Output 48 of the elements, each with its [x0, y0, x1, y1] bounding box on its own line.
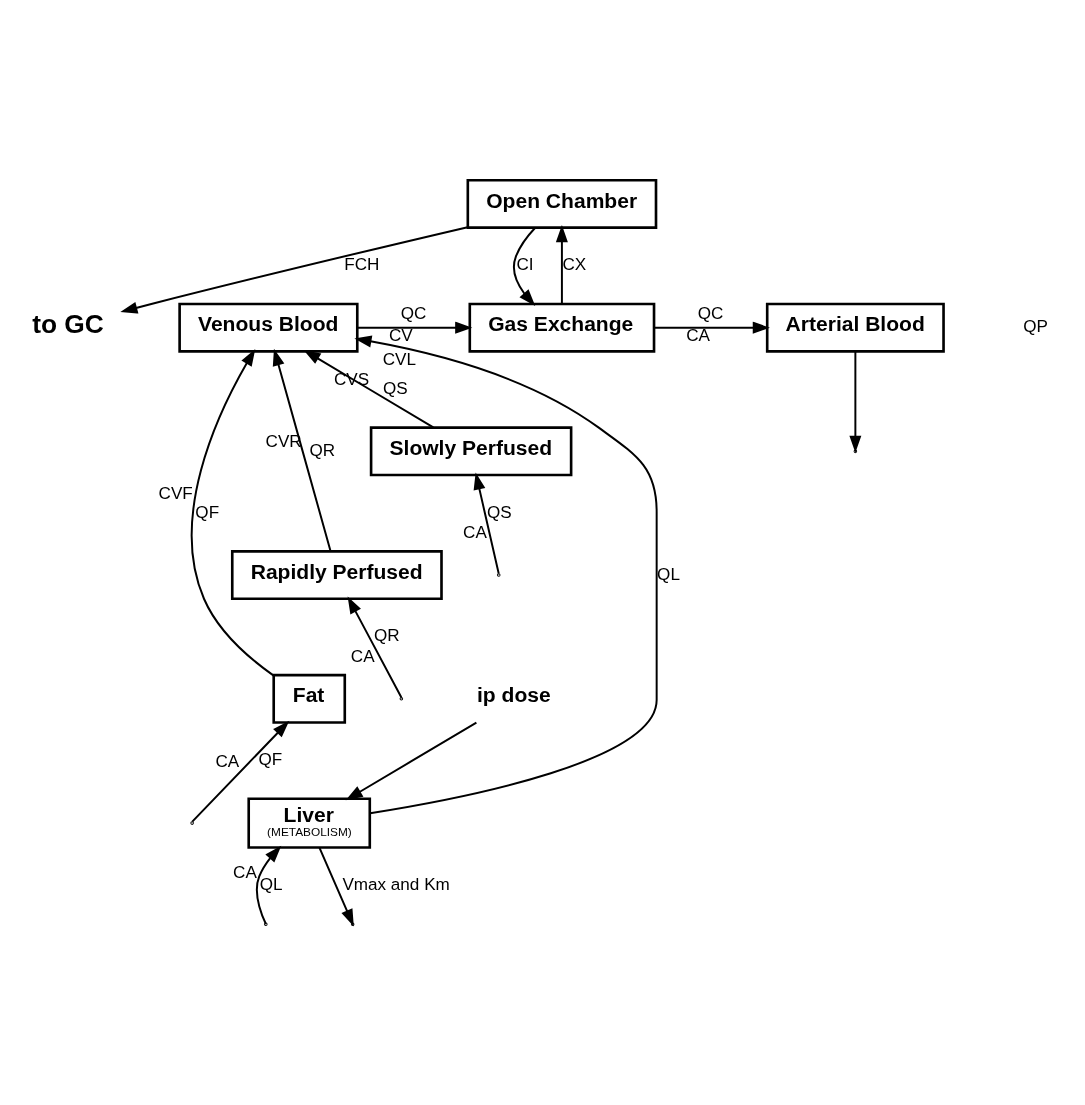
label: CV	[388, 326, 413, 346]
arrow	[347, 596, 403, 699]
edge-label: FCH	[344, 255, 380, 275]
node-box: Arterial Blood	[765, 302, 945, 353]
label: CA	[463, 523, 487, 543]
node-box: Slowly Perfused	[369, 426, 573, 477]
edge-label: QR	[309, 440, 336, 460]
label: CVL	[382, 349, 416, 369]
arrow	[512, 226, 537, 307]
edge-label: Vmax and Km	[342, 875, 450, 895]
node-box: Gas Exchange	[468, 302, 656, 353]
edge-label: QF	[258, 750, 283, 770]
edge-label: QS	[487, 502, 512, 522]
arrow	[120, 226, 469, 314]
node-box: Open Chamber	[466, 178, 658, 229]
arrow	[345, 721, 478, 801]
node-box: Venous Blood	[178, 302, 359, 353]
arrow	[849, 350, 862, 453]
edge-label: QF	[195, 502, 220, 522]
arrow	[303, 349, 435, 429]
label: CA	[233, 863, 257, 883]
label: CVF	[158, 483, 193, 503]
arrow	[190, 348, 275, 677]
node-box: Rapidly Perfused	[230, 550, 443, 601]
edge-label: QS	[383, 378, 408, 398]
arrow	[191, 720, 290, 823]
arrow	[473, 472, 500, 575]
label: CA	[215, 752, 240, 772]
arrow	[555, 225, 568, 305]
edge-label: QC	[400, 303, 427, 323]
node-box: Fat	[272, 673, 347, 724]
label: CA	[686, 326, 711, 346]
node-text: to GC	[32, 308, 104, 339]
edge-label: QR	[374, 626, 400, 646]
arrow	[653, 321, 770, 334]
label: QP	[1023, 317, 1049, 337]
edge-label: CI	[516, 255, 534, 275]
arrow	[272, 348, 332, 553]
edge-label: QL	[657, 564, 680, 584]
edge-label: QC	[697, 303, 724, 323]
arrow	[255, 845, 282, 925]
arrow	[356, 321, 473, 334]
edge-label: CX	[562, 255, 587, 275]
node-text: ip dose	[477, 683, 551, 707]
label: CA	[350, 647, 375, 667]
arrow	[354, 335, 658, 815]
node-box: Liver (METABOLISM)	[247, 797, 372, 849]
edge-label: QL	[259, 875, 283, 895]
